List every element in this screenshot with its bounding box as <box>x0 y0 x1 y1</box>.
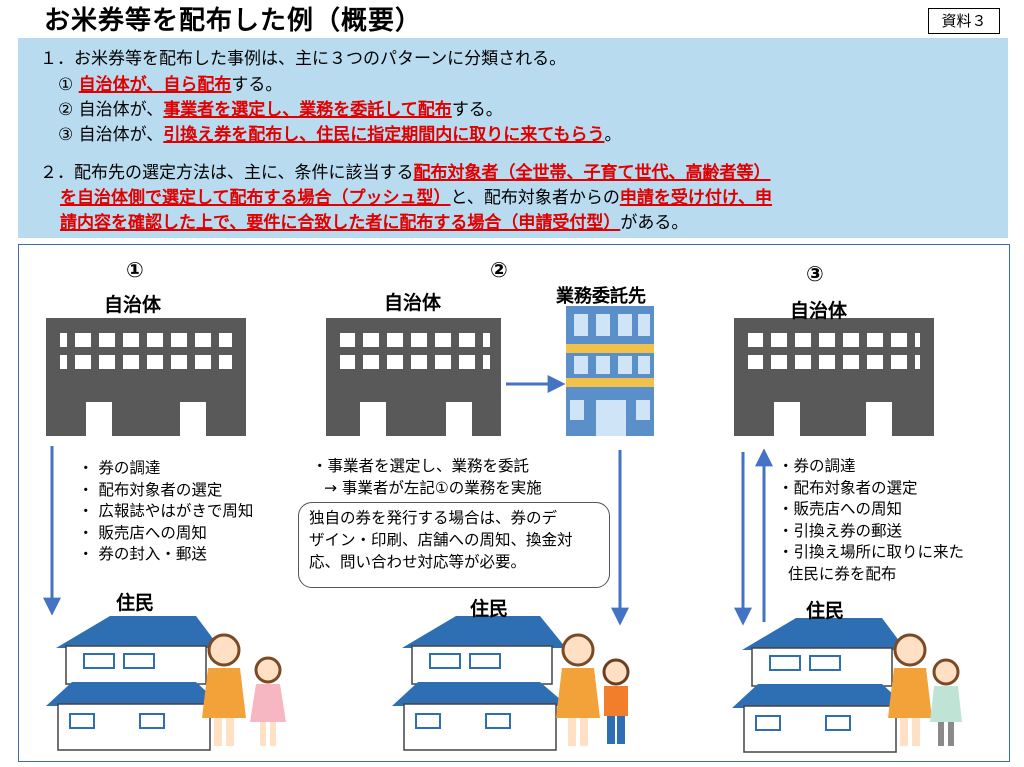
line-3-highlight-2: 申請を受け付け、申 <box>619 188 772 208</box>
line-2-head: ２．配布先の選定方法は、主に、条件に該当する <box>40 163 414 183</box>
summary-pattern-3: ③ 自治体が、引換え券を配布し、住民に指定期間内に取りに来てもらう。 <box>58 120 621 145</box>
pattern-2-note-box: 独自の券を発行する場合は、券のデ ザイン・印刷、店舗への周知、換金対 応、問い合… <box>298 502 610 588</box>
residents-house-2-icon <box>392 616 568 751</box>
line-2-highlight: 配布対象者（全世帯、子育て世代、高齢者等） <box>413 163 771 183</box>
pattern-1-task: ・ 券の封入・郵送 <box>78 545 207 563</box>
pattern-3-task-list: ・券の調達 ・配布対象者の選定 ・販売店への周知 ・引換え券の郵送 ・引換え場所… <box>778 456 964 585</box>
pattern-3-highlight: 引換え券を配布し、住民に指定期間内に取りに来てもらう <box>163 125 605 145</box>
pattern-3-task: ・券の調達 <box>778 457 856 475</box>
summary-line-3: を自治体側で選定して配布する場合（プッシュ型）と、配布対象者からの申請を受け付け… <box>60 183 772 208</box>
pattern-2-note-line: 独自の券を発行する場合は、券のデ <box>309 509 558 527</box>
pattern-2-note-line: 応、問い合わせ対応等が必要。 <box>309 553 527 571</box>
pattern-1-task: ・ 券の調達 <box>78 459 161 477</box>
residents-house-3-icon <box>732 618 908 753</box>
page-title: お米券等を配布した例（概要） <box>44 6 423 36</box>
pattern-3-number-label: ③ <box>806 262 824 286</box>
pattern-1-number: ① <box>58 75 74 95</box>
municipality-building-1-icon <box>46 318 246 436</box>
pattern-1-number-label: ① <box>126 258 144 282</box>
pattern-2-contractor-label: 業務委託先 <box>556 286 646 307</box>
summary-box: １．お米券等を配布した事例は、主に３つのパターンに分類される。 ① 自治体が、自… <box>18 38 1008 238</box>
document-reference-badge: 資料３ <box>928 8 1000 34</box>
municipality-building-3-icon <box>734 318 934 436</box>
pattern-1-task: ・ 販売店への周知 <box>78 523 207 542</box>
pattern-1-resident-label: 住民 <box>116 592 155 614</box>
pattern-3-task: 住民に券を配布 <box>778 564 897 583</box>
summary-line-4: 請内容を確認した上で、要件に合致した者に配布する場合（申請受付型）がある。 <box>60 208 688 233</box>
summary-line-1: １．お米券等を配布した事例は、主に３つのパターンに分類される。 <box>40 49 567 69</box>
pattern-2-task-list: ・事業者を選定し、業務を委託 → 事業者が左記①の業務を実施 <box>312 456 542 499</box>
residents-house-1-icon <box>46 616 222 751</box>
pattern-2-highlight: 事業者を選定し、業務を委託して配布 <box>163 100 452 120</box>
line-3-highlight: を自治体側で選定して配布する場合（プッシュ型） <box>60 188 451 208</box>
pattern-2-task: ・事業者を選定し、業務を委託 <box>312 457 530 475</box>
pattern-1-highlight: 自治体が、自ら配布 <box>78 75 232 95</box>
pattern-3-actor-label: 自治体 <box>790 300 848 322</box>
line-4-tail: がある。 <box>620 213 689 233</box>
pattern-3-task: ・引換え券の郵送 <box>778 521 903 540</box>
pattern-1-task: ・ 配布対象者の選定 <box>78 480 223 499</box>
pattern-2-number-label: ② <box>490 258 508 282</box>
pattern-3-task: ・配布対象者の選定 <box>778 478 918 497</box>
pattern-3-tail: 。 <box>604 125 622 145</box>
pattern-2-actor-label: 自治体 <box>384 292 442 314</box>
pattern-2-tail: する。 <box>451 100 503 120</box>
pattern-3-task: ・引換え場所に取りに来た <box>778 543 965 561</box>
line-4-highlight: 請内容を確認した上で、要件に合致した者に配布する場合（申請受付型） <box>60 213 621 233</box>
municipality-building-2-icon <box>326 318 501 436</box>
resident-family-2-icon <box>556 633 630 746</box>
pattern-2-task: → 事業者が左記①の業務を実施 <box>324 478 542 497</box>
pattern-1-tail: する。 <box>231 75 283 95</box>
summary-line-2: ２．配布先の選定方法は、主に、条件に該当する配布対象者（全世帯、子育て世代、高齢… <box>40 158 771 183</box>
resident-family-1-icon <box>202 633 286 746</box>
line-3-mid: と、配布対象者からの <box>450 188 620 208</box>
pattern-2-note-line: ザイン・印刷、店舗への周知、換金対 <box>309 531 573 549</box>
summary-pattern-1: ① 自治体が、自ら配布する。 <box>58 70 282 95</box>
diagram-panel <box>18 244 1010 762</box>
contractor-office-icon <box>566 306 654 436</box>
resident-family-3-icon <box>888 633 962 746</box>
pattern-3-task: ・販売店への周知 <box>778 500 903 518</box>
pattern-1-actor-label: 自治体 <box>104 294 162 316</box>
pattern-3-head: ③ 自治体が、 <box>58 125 164 145</box>
summary-pattern-2: ② 自治体が、事業者を選定し、業務を委託して配布する。 <box>58 95 503 120</box>
pattern-3-resident-label: 住民 <box>806 600 845 622</box>
pattern-1-task-list: ・ 券の調達 ・ 配布対象者の選定 ・ 広報誌やはがきで周知 ・ 販売店への周知… <box>78 458 253 566</box>
pattern-2-resident-label: 住民 <box>470 598 509 620</box>
pattern-2-head: ② 自治体が、 <box>58 100 164 120</box>
pattern-1-task: ・ 広報誌やはがきで周知 <box>78 502 254 520</box>
